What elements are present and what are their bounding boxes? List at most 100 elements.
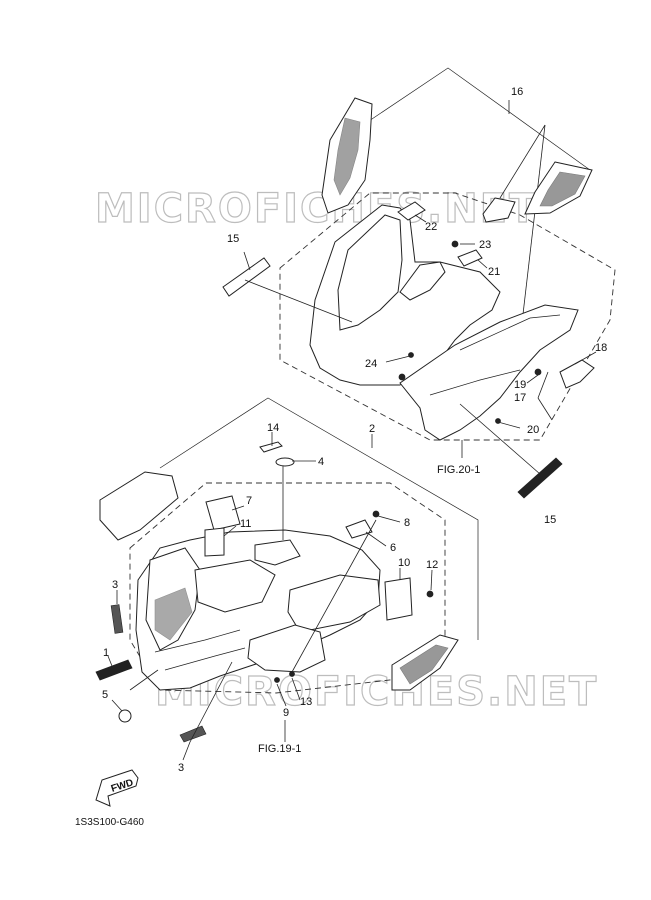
side-graphic-decal-left-pattern <box>333 117 361 196</box>
leader-9 <box>276 683 287 707</box>
fastener-9 <box>274 677 280 683</box>
callout-11: 11 <box>240 518 251 530</box>
decal-11 <box>204 527 225 557</box>
leader-5b <box>129 669 159 691</box>
rear-fender-dashed-boundary <box>279 192 616 441</box>
callout-7: 7 <box>246 495 252 507</box>
leader-5 <box>111 699 123 712</box>
front-fender-storage <box>254 539 301 566</box>
leader-16c <box>519 124 546 341</box>
front-fender-contour <box>164 647 246 671</box>
decal-14 <box>259 441 283 453</box>
leader-1 <box>107 655 113 667</box>
decal-22 <box>397 201 426 221</box>
callout-15-upper: 15 <box>227 233 239 245</box>
label-15-upper <box>222 257 271 297</box>
callout-16: 16 <box>511 86 523 98</box>
reflector-3-lower <box>179 725 207 743</box>
leader-8b <box>291 519 377 673</box>
reflector-18 <box>559 359 595 389</box>
callout-12: 12 <box>426 559 438 571</box>
front-fender-bracket <box>159 397 479 640</box>
fastener-13 <box>289 671 295 677</box>
leader-17b <box>537 371 549 399</box>
fastener-19 <box>534 368 542 376</box>
emblem-15-lower <box>517 457 563 499</box>
leader-11 <box>223 525 237 537</box>
callout-13: 13 <box>300 696 312 708</box>
leader-15-upper <box>243 251 251 271</box>
leader-24 <box>385 355 411 363</box>
leader-21 <box>477 259 488 269</box>
leader-6 <box>365 531 387 547</box>
leader-19 <box>526 374 539 384</box>
callout-17: 17 <box>514 392 526 404</box>
rear-fender-group <box>222 67 616 499</box>
fwd-arrow: FWD <box>95 769 139 807</box>
decal-10 <box>384 577 413 621</box>
callout-18: 18 <box>595 342 607 354</box>
fastener-12 <box>426 590 434 598</box>
leader-15-upper-b <box>244 279 353 323</box>
callout-10: 10 <box>398 557 410 569</box>
fastener-8 <box>372 510 380 518</box>
callout-21: 21 <box>488 266 500 278</box>
callout-5: 5 <box>102 689 108 701</box>
fig-ref-19-1: FIG.19-1 <box>258 743 301 755</box>
rear-fender-seat-area <box>399 261 446 301</box>
watermark-upper: MICROFICHES.NET <box>95 186 538 232</box>
front-fender-left-pattern <box>154 587 193 641</box>
leader-20 <box>497 421 521 429</box>
fastener-23 <box>451 240 459 248</box>
front-fender-contour-2 <box>154 629 241 653</box>
front-fender-group <box>95 397 479 761</box>
leader-18 <box>574 351 597 365</box>
leader-12 <box>430 569 433 591</box>
callout-23: 23 <box>479 239 491 251</box>
side-graphic-decal-right-pattern <box>539 171 586 207</box>
fastener-rear <box>398 373 406 381</box>
leader-13 <box>291 677 301 701</box>
fwd-arrow-shape <box>95 769 139 807</box>
rear-fender-left-panel <box>337 214 403 331</box>
decal-16-bracket <box>359 67 591 171</box>
callout-19: 19 <box>514 379 526 391</box>
callout-3-upper: 3 <box>112 579 118 591</box>
front-fender-right-panel <box>287 574 381 633</box>
fig-ref-20-1: FIG.20-1 <box>437 464 480 476</box>
callout-3-lower: 3 <box>178 762 184 774</box>
callout-15-lower: 15 <box>544 514 556 526</box>
decal-6 <box>345 519 373 539</box>
front-top-decal <box>99 471 179 541</box>
decal-21 <box>457 249 483 267</box>
emblem-1 <box>95 659 133 681</box>
callout-6: 6 <box>390 542 396 554</box>
front-side-graphic-pattern <box>399 644 449 685</box>
front-fender-wheel-arch <box>247 624 326 673</box>
leader-7 <box>231 505 245 511</box>
callout-9: 9 <box>283 707 289 719</box>
grommet-5 <box>118 709 132 723</box>
leader-3-lower-b <box>189 661 233 743</box>
callout-14: 14 <box>267 422 279 434</box>
diagram-code: 1S3S100-G460 <box>75 817 144 828</box>
callout-4: 4 <box>318 456 324 468</box>
callout-2: 2 <box>369 423 375 435</box>
callout-8: 8 <box>404 517 410 529</box>
callout-20: 20 <box>527 424 539 436</box>
leader-16b <box>499 124 546 199</box>
leader-3-lower <box>182 741 191 761</box>
decal-7 <box>205 495 241 531</box>
rear-fender-right-panel <box>399 304 579 441</box>
callout-1: 1 <box>103 647 109 659</box>
callout-24: 24 <box>365 358 377 370</box>
front-fender-center-panel <box>194 559 276 613</box>
leader-22 <box>414 214 427 223</box>
reflector-3-upper <box>110 604 124 634</box>
leader-8 <box>377 515 401 523</box>
fastener-24 <box>408 352 414 358</box>
rear-fender-right-contour-2 <box>429 369 521 396</box>
leader-15-lower <box>459 403 541 475</box>
rear-fender-right-contour <box>459 314 561 351</box>
